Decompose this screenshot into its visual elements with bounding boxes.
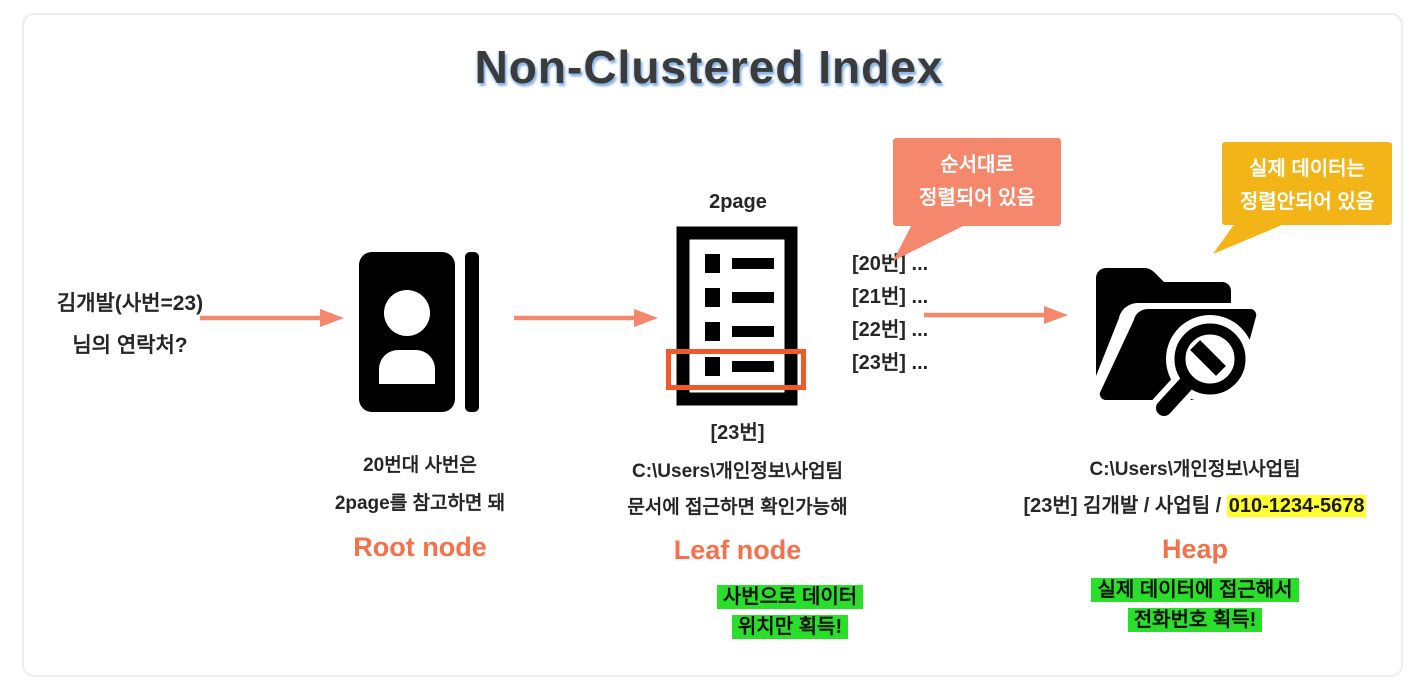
unsorted-speech-bubble: 실제 데이터는 정렬안되어 있음 <box>1222 142 1392 225</box>
leaf-selected-entry: [23번] <box>710 422 765 444</box>
query-line-1: 김개발(사번=23) <box>56 292 204 315</box>
leaf-node-label: Leaf node <box>673 535 802 565</box>
leaf-entry: [21번] ... <box>852 286 929 308</box>
root-node-label: Root node <box>353 532 487 562</box>
unsorted-bubble-line-2: 정렬안되어 있음 <box>1239 191 1375 213</box>
heap-note-line-1: 실제 데이터에 접근해서 <box>1091 578 1299 602</box>
leaf-entry: [23번] ... <box>852 352 929 374</box>
page-title: Non-Clustered Index <box>474 41 944 93</box>
query-line-2: 님의 연락처? <box>72 334 188 357</box>
root-caption: 20번대 사번은 2page를 참고하면 돼 Root node <box>300 456 540 561</box>
sorted-bubble-line-2: 정렬되어 있음 <box>919 187 1035 209</box>
root-caption-line-1: 20번대 사번은 <box>363 455 477 476</box>
leaf-note: 사번으로 데이터 위치만 획득! <box>650 583 930 643</box>
leaf-caption-line-2: 문서에 접근하면 확인가능해 <box>627 497 848 518</box>
folder-search-icon <box>1093 268 1263 418</box>
sorted-speech-bubble: 순서대로 정렬되어 있음 <box>893 138 1061 226</box>
leaf-caption: [23번] C:\Users\개인정보\사업팀 문서에 접근하면 확인가능해 L… <box>620 423 855 564</box>
contact-book-icon <box>359 252 479 412</box>
heap-record-prefix: [23번] 김개발 / 사업팀 / <box>1023 495 1227 517</box>
arrow-leaf-to-heap <box>924 306 1068 324</box>
heap-caption: C:\Users\개인정보\사업팀 [23번] 김개발 / 사업팀 / 010-… <box>1010 460 1380 563</box>
selected-row-highlight-box <box>666 349 806 390</box>
heap-caption-line-1: C:\Users\개인정보\사업팀 <box>1089 459 1301 480</box>
heap-note: 실제 데이터에 접근해서 전화번호 획득! <box>1020 576 1370 636</box>
leaf-entry: [20번] ... <box>852 253 929 275</box>
leaf-note-line-1: 사번으로 데이터 <box>716 585 864 609</box>
heap-note-line-2: 전화번호 획득! <box>1127 608 1263 632</box>
page-list-icon <box>676 226 798 406</box>
heap-record-line: [23번] 김개발 / 사업팀 / 010-1234-5678 <box>1010 495 1380 517</box>
heap-node-label: Heap <box>1161 534 1229 564</box>
leaf-note-line-2: 위치만 획득! <box>731 615 849 639</box>
arrow-query-to-root <box>200 309 344 327</box>
leaf-caption-line-1: C:\Users\개인정보\사업팀 <box>631 461 844 482</box>
query-block: 김개발(사번=23) 님의 연락처? <box>30 293 230 356</box>
leaf-page-label: 2page <box>709 191 767 213</box>
leaf-entry: [22번] ... <box>852 319 929 341</box>
arrow-root-to-leaf <box>514 309 658 327</box>
heap-record-phone: 010-1234-5678 <box>1226 495 1367 517</box>
root-caption-line-2: 2page를 참고하면 돼 <box>334 493 506 514</box>
sorted-bubble-line-1: 순서대로 <box>940 154 1014 176</box>
leaf-entry-list: [20번] ... [21번] ... [22번] ... [23번] ... <box>852 248 928 380</box>
unsorted-bubble-line-1: 실제 데이터는 <box>1249 158 1365 180</box>
